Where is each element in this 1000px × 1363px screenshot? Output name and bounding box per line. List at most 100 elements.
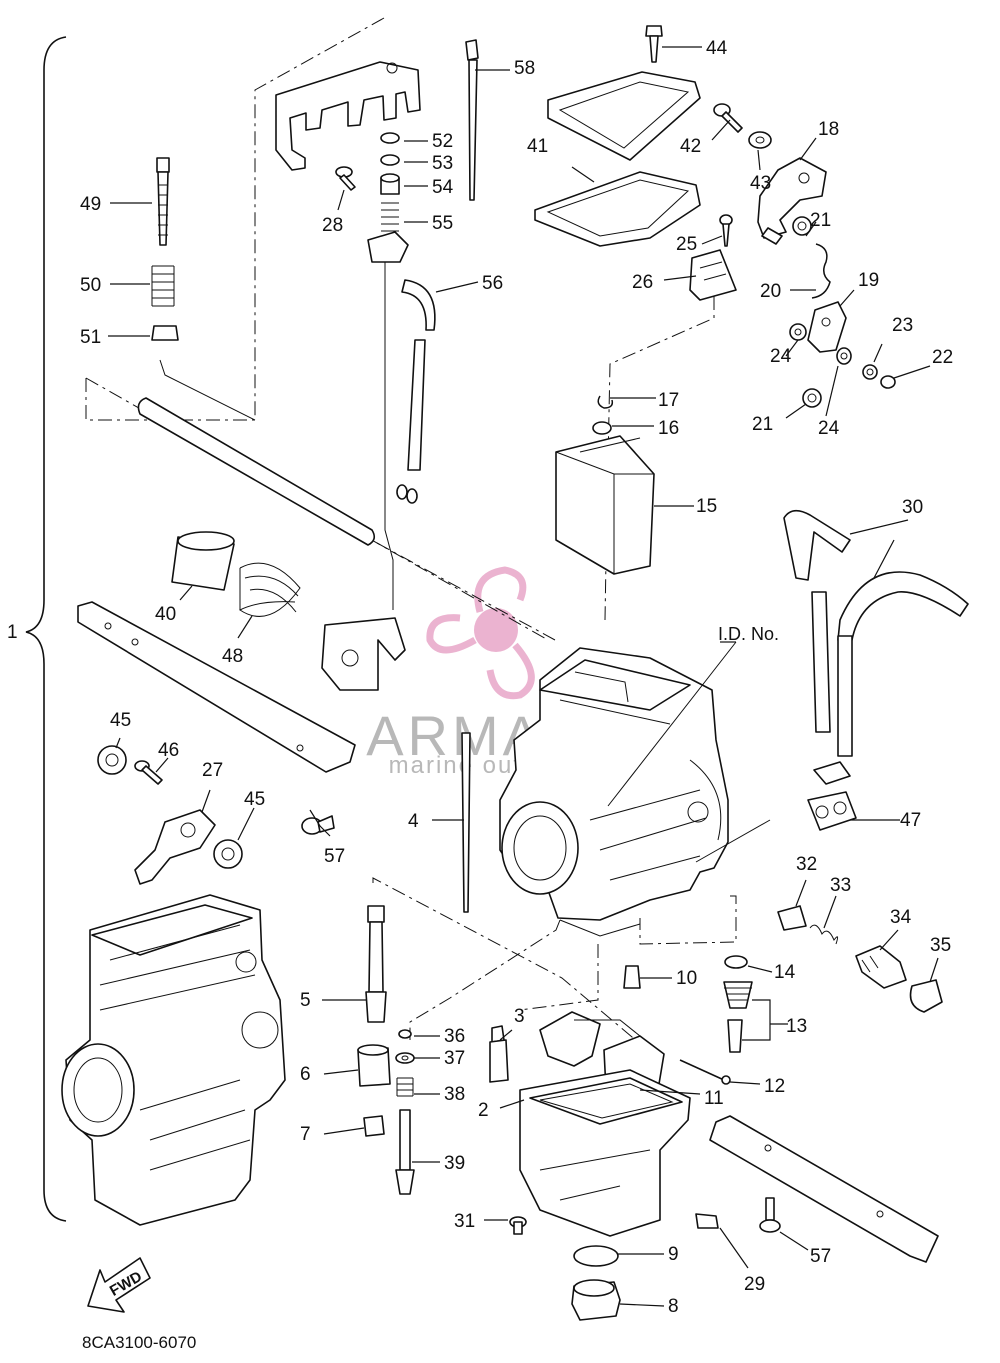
part-oring-36 (398, 1029, 412, 1039)
label-19: 19 (858, 270, 879, 291)
label-6: 6 (300, 1064, 311, 1085)
label-42: 42 (680, 136, 701, 157)
label-11: 11 (704, 1088, 724, 1109)
part-bearing-45b (213, 839, 243, 869)
part-32 (777, 905, 807, 931)
label-51: 51 (80, 327, 101, 348)
label-54: 54 (432, 177, 454, 198)
label-33: 33 (830, 875, 851, 896)
label-24a: 24 (770, 346, 792, 367)
part-lever-19 (807, 301, 847, 353)
diagram-code: 8CA3100-6070 (82, 1333, 196, 1352)
label-38: 38 (444, 1084, 465, 1105)
part-cover (547, 71, 701, 161)
part-rod (137, 397, 376, 546)
label-56: 56 (482, 273, 503, 294)
label-7: 7 (300, 1124, 311, 1145)
part-sleeve-40 (171, 531, 235, 591)
part-clip-17 (597, 395, 614, 409)
label-24b: 24 (818, 418, 840, 439)
label-41: 41 (527, 136, 548, 157)
part-clamp-47 (807, 761, 857, 831)
label-35: 35 (930, 935, 951, 956)
watermark-logo (426, 566, 535, 700)
label-31: 31 (454, 1211, 475, 1232)
part-pin-12 (679, 1059, 731, 1085)
part-float-bowl (519, 1069, 691, 1237)
part-cable-56 (367, 231, 436, 610)
label-36: 36 (444, 1026, 465, 1047)
part-bar-right (709, 1115, 939, 1263)
part-washer-37 (395, 1052, 415, 1064)
label-5: 5 (300, 990, 311, 1011)
part-lever-27 (134, 809, 216, 885)
label-46: 46 (158, 740, 179, 761)
part-sensor-bracket (321, 617, 406, 691)
part-screw-39 (395, 1109, 415, 1195)
part-labels: 1 2 3 4 5 6 7 8 9 10 11 12 13 14 15 16 1… (7, 38, 953, 1317)
part-oring-9 (573, 1245, 619, 1267)
label-58: 58 (514, 58, 535, 79)
part-washer-43 (748, 131, 772, 149)
part-needle-4 (461, 732, 471, 913)
label-1: 1 (7, 622, 18, 643)
label-50: 50 (80, 275, 101, 296)
part-jet-7 (363, 1115, 385, 1137)
part-screw-57b (759, 1197, 781, 1233)
part-clip-22 (880, 375, 896, 389)
label-12: 12 (764, 1076, 785, 1097)
leader-lines (108, 46, 939, 1307)
part-gasket-41 (534, 171, 701, 247)
label-13: 13 (786, 1016, 807, 1037)
label-44: 44 (706, 38, 728, 59)
label-45a: 45 (110, 710, 131, 731)
part-jet-13 (723, 981, 753, 1053)
label-10: 10 (676, 968, 697, 989)
label-4: 4 (408, 811, 419, 832)
label-52: 52 (432, 131, 453, 152)
part-emulsion-5 (365, 905, 387, 1023)
part-bearing-45a (97, 745, 127, 775)
label-30: 30 (902, 497, 923, 518)
part-plug-8 (571, 1279, 621, 1321)
part-spring-20 (811, 243, 831, 299)
label-15: 15 (696, 496, 717, 517)
label-16: 16 (658, 418, 679, 439)
part-screw-10 (623, 965, 641, 989)
label-27: 27 (202, 760, 223, 781)
part-lever-18 (757, 157, 827, 245)
part-spring-48 (239, 562, 301, 617)
label-32: 32 (796, 854, 817, 875)
part-screw-25 (719, 214, 733, 247)
label-55: 55 (432, 213, 453, 234)
part-slide-15 (555, 435, 655, 575)
part-35 (909, 979, 943, 1013)
label-14: 14 (774, 962, 796, 983)
part-washer-24b (836, 347, 852, 365)
throttle-bracket (275, 61, 421, 171)
part-holder-6 (357, 1044, 391, 1087)
label-3: 3 (514, 1006, 525, 1027)
label-57a: 57 (324, 846, 345, 867)
part-screw-57a (301, 815, 335, 835)
part-stack-52-55 (380, 132, 400, 239)
label-21b: 21 (752, 414, 773, 435)
label-18: 18 (818, 119, 839, 140)
label-49: 49 (80, 194, 101, 215)
label-40: 40 (155, 604, 176, 625)
label-8: 8 (668, 1296, 679, 1317)
label-25: 25 (676, 234, 697, 255)
part-cable-tie-58 (465, 39, 479, 201)
carburetor-assembled-left (61, 894, 286, 1226)
label-9: 9 (668, 1244, 679, 1265)
part-jet-3 (489, 1025, 509, 1083)
label-28: 28 (322, 215, 343, 236)
label-21a: 21 (810, 210, 831, 231)
part-hoses-30 (783, 509, 969, 757)
part-adjuster-49 (156, 157, 170, 246)
label-48: 48 (222, 646, 243, 667)
label-57b: 57 (810, 1246, 831, 1267)
label-34: 34 (890, 907, 912, 928)
